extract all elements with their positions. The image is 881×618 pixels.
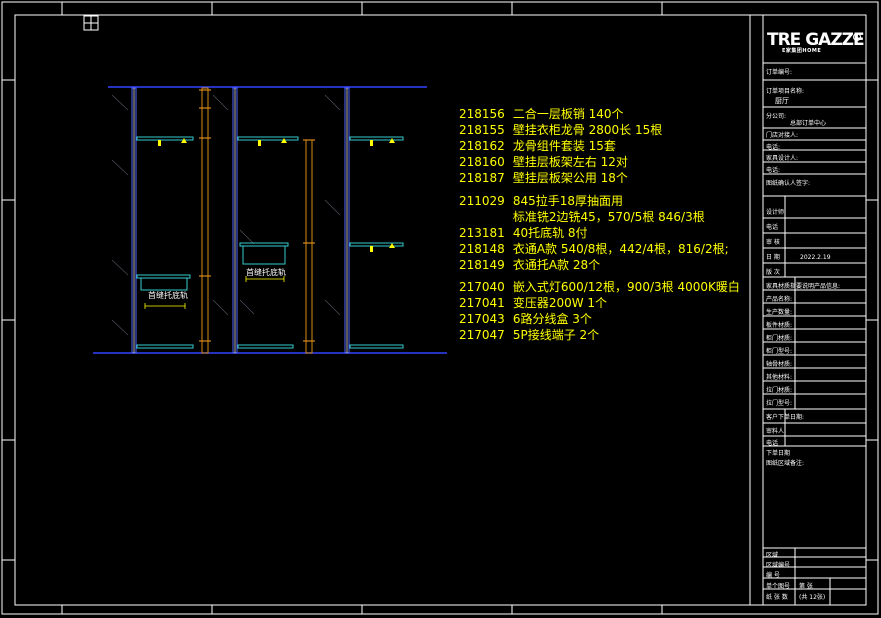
drawing-remark-label: 图纸区域备注:	[766, 460, 805, 467]
bom-row: 217043 6路分线盒 3个	[459, 312, 592, 326]
project-value: 厨厅	[775, 97, 789, 105]
bom-row: 218156 二合一层板销 140个	[459, 107, 624, 121]
inner-border	[14, 14, 867, 606]
bom-row: 211029 845拉手18厚抽面用	[459, 194, 624, 208]
area-number-label: 区域编号	[766, 562, 791, 569]
drawer-rail-label-mid: 首缝托底轨	[246, 268, 286, 277]
edge-label: 轴骨材质:	[766, 361, 793, 368]
order-date-label: 客户下单日期:	[766, 414, 805, 421]
board-label: 板件材质:	[766, 322, 793, 329]
bom-row: 213181 40托底轨 8付	[459, 226, 588, 240]
project-label: 订单项目名称:	[766, 88, 805, 95]
registered-mark: R	[853, 33, 861, 41]
tel-label-4: 电话	[766, 440, 779, 447]
notes-label: 家具材质指要说明产品信息:	[766, 283, 841, 290]
door-material-label: 柜门材质:	[766, 335, 793, 342]
branch-label: 分公司:	[766, 113, 787, 120]
drawer-rail-label-left: 首缝托底轨	[148, 291, 188, 300]
single-drawing-no-label: 单个图号	[766, 583, 791, 590]
bom-row: 217041 变压器200W 1个	[459, 296, 608, 310]
tel-label-2: 电话:	[766, 167, 781, 174]
area-label: 区域	[766, 552, 779, 559]
bom-row: 标准铣2边铣45，570/5根 846/3根	[512, 210, 705, 224]
branch-value: 总部订单中心	[790, 120, 827, 127]
bom-row: 217040 嵌入式灯600/12根，900/3根 4000K暖白	[459, 280, 740, 294]
date-value: 2022.2.19	[800, 254, 831, 261]
review-label: 审 核	[766, 239, 780, 246]
product-name-label: 产品名称:	[766, 296, 793, 303]
designer-contact-label: 家具设计人:	[766, 155, 799, 162]
designer-label: 设计师	[766, 209, 785, 216]
handle-type-label: 拉门型号:	[766, 400, 793, 407]
page-label: 第 张	[799, 583, 813, 590]
door-type-label: 柜门型号:	[766, 348, 793, 355]
elevation-drawing	[93, 86, 447, 354]
bom-row: 218149 衣通托A款 28个	[459, 258, 601, 272]
other-label: 其他材料:	[766, 374, 793, 381]
orderer-label: 审料人	[766, 428, 785, 435]
title-block-grid	[749, 15, 866, 605]
bom-row: 217047 5P接线端子 2个	[459, 328, 600, 342]
qty-label: 生产数量:	[766, 309, 793, 316]
bom-row: 218162 龙骨组件套装 15套	[459, 139, 616, 153]
confirm-label: 图纸确认人签字:	[766, 180, 811, 187]
sheet-total-value: (共 12张)	[799, 594, 826, 601]
order-number-label: 订单编号:	[766, 69, 793, 76]
bom-row: 218187 壁挂层板架公用 18个	[459, 171, 628, 185]
store-contact-label: 门店对接人:	[766, 132, 799, 139]
bom-row: 218155 壁挂衣柜龙骨 2800长 15根	[459, 123, 663, 137]
tel-label-3: 电话	[766, 224, 779, 231]
tel-label-1: 电话:	[766, 144, 781, 151]
date-label: 日 期	[766, 254, 780, 261]
bom-row: 218160 壁挂层板架左右 12对	[459, 155, 628, 169]
sheet-count-label: 纸 张 数	[766, 594, 788, 601]
bom-row: 218148 衣通A款 540/8根，442/4根，816/2根;	[459, 242, 729, 256]
version-label: 版 次	[766, 269, 780, 276]
brand-subtitle: E家集团HOME	[782, 48, 822, 54]
issue-date-label: 下单日期	[766, 450, 791, 457]
brand-logo: TRE GAZZE	[767, 30, 865, 50]
handle-material-label: 拉门材质:	[766, 387, 793, 394]
number-label: 编 号	[766, 572, 780, 579]
